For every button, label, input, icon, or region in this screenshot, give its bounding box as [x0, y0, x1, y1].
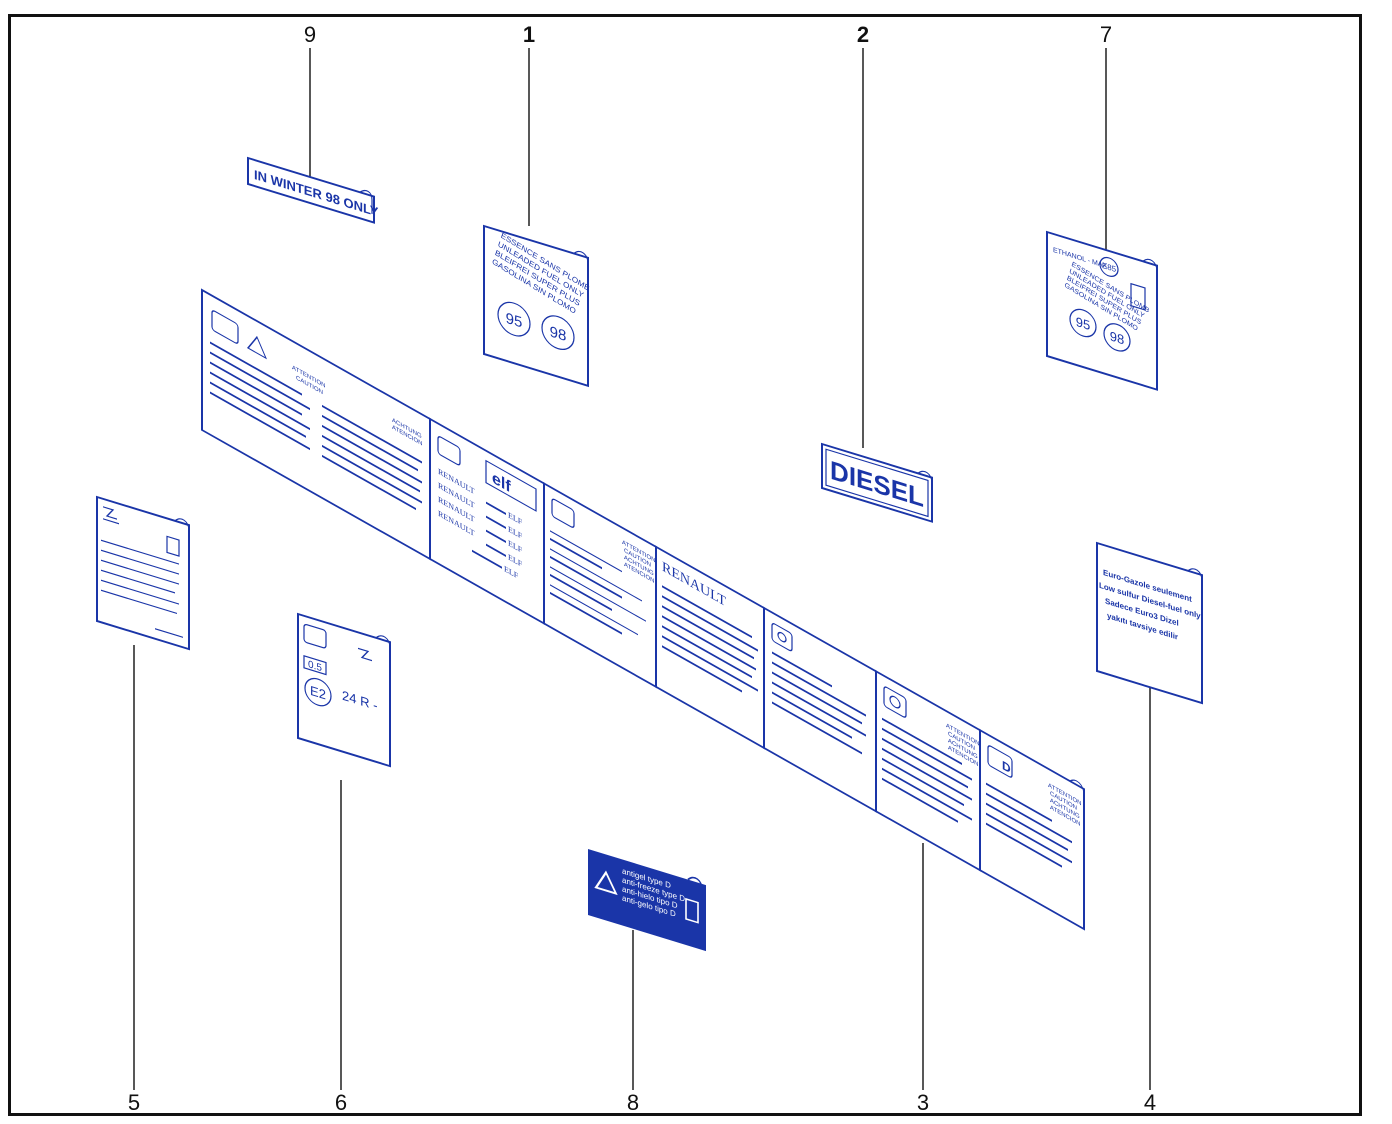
peel-corner-icon — [917, 470, 933, 496]
callout-6: 6 — [335, 1090, 347, 1115]
coolant-icon — [551, 498, 575, 528]
manual-book-icon — [685, 897, 699, 924]
strip-panel-renault: RENAULT — [655, 545, 765, 750]
peel-corner-icon — [359, 189, 373, 215]
pressure-box — [303, 655, 327, 676]
callout-4: 4 — [1144, 1090, 1156, 1115]
strip-panel-gear — [763, 606, 877, 813]
manual-book-icon — [166, 535, 180, 557]
label-instructions — [96, 495, 190, 651]
e2-mark-icon — [304, 677, 332, 707]
peel-corner-icon — [1187, 568, 1203, 594]
peel-corner-icon — [1069, 779, 1085, 808]
peel-corner-icon — [174, 518, 190, 544]
strip-panel-coolant: ATTENTION CAUTION ACHTUNG ATENCION — [543, 481, 657, 689]
elf-logo — [485, 459, 537, 512]
peel-corner-icon — [375, 635, 391, 661]
manual-d-icon — [987, 745, 1013, 778]
manual-book-icon — [1130, 282, 1146, 311]
octane-98-icon — [541, 315, 575, 350]
octane-98-icon — [1103, 323, 1131, 352]
strip-panel-md: D ATTENTION CAUTION ACHTUNG ATENCION — [979, 728, 1085, 931]
label-winter: IN WINTER 98 ONLY — [247, 156, 379, 224]
tyre-pressure: 0.5 — [308, 659, 322, 674]
strip-md: D — [1002, 757, 1011, 776]
callout-2: 2 — [857, 22, 869, 47]
oil-can-icon — [437, 436, 461, 466]
octane-95-icon — [1069, 308, 1097, 338]
callout-8: 8 — [627, 1090, 639, 1115]
label-euro-diesel: Euro-Gazole seulement Low sulfur Diesel-… — [1096, 541, 1203, 705]
diagram-frame — [8, 14, 1362, 1116]
label-diesel: DIESEL — [821, 442, 933, 523]
strip-panel-oil: elf RENAULT ELF RENAULT ELF RENAULT ELF … — [429, 417, 545, 626]
fan-icon — [883, 686, 907, 718]
callout-9: 9 — [304, 22, 316, 47]
warning-triangle-icon — [594, 870, 618, 896]
callout-1: 1 — [523, 22, 535, 47]
battery-icon — [303, 623, 327, 649]
fuel1-98: 98 — [550, 323, 567, 345]
peel-corner-icon — [1142, 258, 1158, 284]
peel-corner-icon — [687, 876, 703, 901]
callout-3: 3 — [917, 1090, 929, 1115]
tyre-e2: E2 — [310, 683, 326, 703]
label-ethanol: ETHANOL - MAX E85 ESSENCE SANS PLOMB UNL… — [1046, 230, 1158, 391]
gear-icon — [771, 623, 793, 652]
peel-corner-icon — [573, 250, 589, 278]
battery-icon — [211, 310, 239, 344]
strip-panel-battery: ATTENTION CAUTION ACHTUNG ATENCION — [201, 288, 431, 561]
strip-panel-fan: ATTENTION CAUTION ACHTUNG ATENCION — [875, 669, 981, 872]
label-strip: ATTENTION CAUTION ACHTUNG ATENCION elf R… — [201, 288, 1085, 931]
e85-icon — [1099, 256, 1119, 277]
warning-triangle-icon — [246, 335, 268, 360]
coolant-icon — [358, 647, 372, 662]
fuel1-95: 95 — [506, 310, 523, 332]
octane-95-icon — [497, 301, 531, 337]
label-antifreeze: antigel type D anti-freeze type D anti-h… — [588, 849, 706, 952]
coolant-icon — [103, 506, 119, 525]
ethanol-98: 98 — [1110, 328, 1124, 347]
ethanol-95: 95 — [1076, 314, 1090, 333]
callout-7: 7 — [1100, 22, 1112, 47]
label-tyre-e2: 0.5 E2 24 R - — [297, 612, 391, 768]
callout-5: 5 — [128, 1090, 140, 1115]
label-fuel-unleaded: ESSENCE SANS PLOMB UNLEADED FUEL ONLY BL… — [483, 224, 591, 388]
